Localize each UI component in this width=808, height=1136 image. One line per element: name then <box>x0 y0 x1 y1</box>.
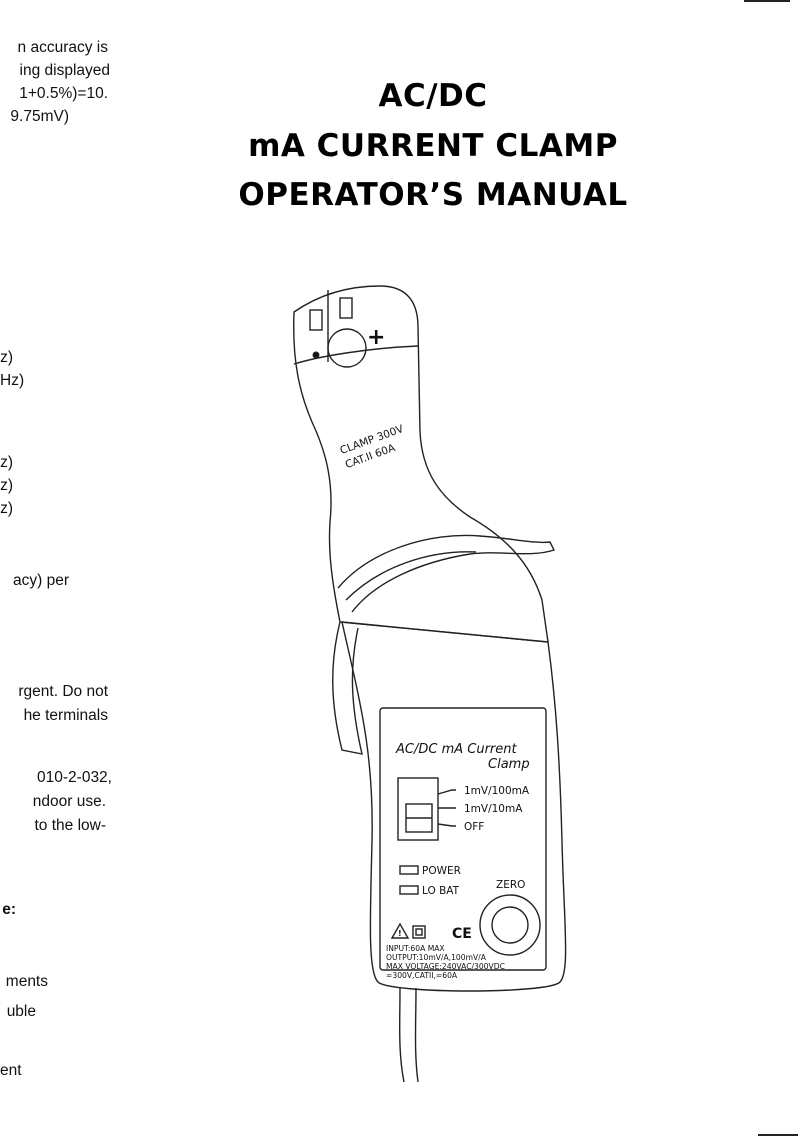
left-column-line: z) <box>0 454 13 471</box>
spec-line-4: ≂300V,CATII,≂60A <box>386 971 458 980</box>
svg-text:!: ! <box>398 929 402 938</box>
left-column-line: 9.75mV) <box>10 108 69 125</box>
panel-title-line-2: Clamp <box>488 757 530 772</box>
power-led-icon <box>399 865 419 875</box>
spec-line-2: OUTPUT:10mV/A,100mV/A <box>386 953 487 962</box>
left-column-line: e: <box>2 901 16 918</box>
left-column-line: rgent. Do not <box>18 683 108 700</box>
left-column-line: ent <box>0 1062 22 1079</box>
tip-marker-right <box>339 297 353 319</box>
lower-jaw <box>337 534 555 613</box>
jaw-dot-icon <box>312 351 320 359</box>
left-column-line: uble <box>6 1003 36 1020</box>
lobat-led-icon <box>399 885 419 895</box>
spec-line-1: INPUT:60A MAX <box>386 944 445 953</box>
lower-jaw-inner <box>345 551 477 601</box>
left-column-line: acy) per <box>13 572 69 589</box>
jaw-release-button <box>327 328 367 368</box>
jaw-tip-divider <box>293 345 419 365</box>
left-column-line: he terminals <box>23 707 108 724</box>
manual-title-line-1: AC/DC <box>378 78 488 114</box>
left-column-line: z) <box>0 477 13 494</box>
double-insulation-icon <box>412 925 426 939</box>
finger-hook <box>332 621 363 755</box>
panel-title-line-1: AC/DC mA Current <box>395 742 518 757</box>
spec-line-3: MAX VOLTAGE:240VAC/300VDC <box>386 962 505 971</box>
left-column-line: z) <box>0 500 13 517</box>
lobat-indicator-label: LO BAT <box>422 885 460 897</box>
range-switch-housing <box>397 777 439 841</box>
bottom-right-rule <box>758 1134 798 1136</box>
handle-body <box>341 621 567 992</box>
zero-button <box>479 894 541 956</box>
tip-marker-left <box>309 309 323 331</box>
front-panel <box>379 707 547 971</box>
manual-title-line-3: OPERATOR’S MANUAL <box>238 177 628 213</box>
power-indicator-label: POWER <box>422 865 461 877</box>
left-column-line: 010-2-032, <box>37 769 112 786</box>
left-column-line: 1+0.5%)=10. <box>19 85 108 102</box>
clamp-meter-illustration: + CLAMP 300V CAT.II 60A AC/DC mA Current… <box>292 285 567 1082</box>
output-cable <box>398 987 419 1082</box>
left-column-line: ndoor use. <box>32 793 106 810</box>
zero-button-label: ZERO <box>496 879 525 891</box>
top-right-rule <box>744 0 790 2</box>
manual-title-line-2: mA CURRENT CLAMP <box>248 128 618 164</box>
left-column-line: Hz) <box>0 372 25 389</box>
left-column-line: z) <box>0 349 13 366</box>
jaw-plus-sign: + <box>367 325 385 350</box>
left-column-line: ments <box>5 973 48 990</box>
left-column-line: n accuracy is <box>17 39 108 56</box>
upper-jaw <box>292 285 549 643</box>
switch-option-1: 1mV/100mA <box>464 785 530 797</box>
left-column-line: to the low- <box>34 817 106 834</box>
left-column-line: ing displayed <box>19 62 110 79</box>
switch-option-2: 1mV/10mA <box>464 803 523 815</box>
warning-triangle-icon <box>390 922 410 939</box>
ce-mark: CE <box>452 926 472 942</box>
switch-option-3: OFF <box>464 821 484 833</box>
